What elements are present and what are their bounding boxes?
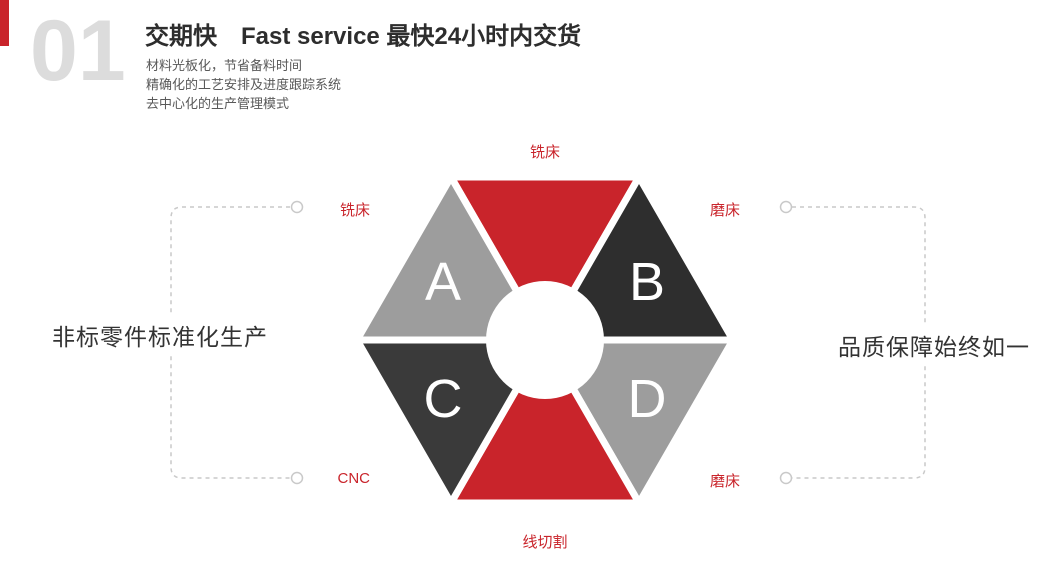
segment-letter-b: B — [629, 252, 665, 312]
slide-subtitles: 材料光板化，节省备料时间 精确化的工艺安排及进度跟踪系统 去中心化的生产管理模式 — [146, 56, 341, 113]
caption-right: 品质保障始终如一 — [834, 326, 1034, 364]
section-number: 01 — [30, 3, 126, 99]
slide-title: 交期快 Fast service 最快24小时内交货 — [145, 23, 582, 50]
label-top: 铣床 — [529, 144, 560, 161]
subtitle-line: 精确化的工艺安排及进度跟踪系统 — [146, 77, 342, 92]
label-upper-right: 磨床 — [710, 202, 741, 219]
segment-upper-left — [353, 173, 549, 344]
label-lower-left: CNC — [337, 470, 371, 487]
subtitle-line: 去中心化的生产管理模式 — [146, 96, 290, 111]
label-bottom: 线切割 — [522, 534, 568, 551]
connector-node — [779, 200, 793, 214]
center-circle — [486, 281, 604, 399]
segment-letter-a: A — [425, 252, 461, 312]
label-lower-right: 磨床 — [710, 473, 741, 490]
subtitle-line: 材料光板化，节省备料时间 — [146, 58, 303, 73]
connector-node — [290, 200, 304, 214]
accent-bar — [0, 0, 9, 46]
connector-node — [290, 471, 304, 485]
segment-letter-c: C — [424, 369, 463, 429]
connector-node — [779, 471, 793, 485]
label-upper-left: 铣床 — [339, 202, 370, 219]
caption-left: 非标零件标准化生产 — [48, 316, 272, 354]
segment-letter-d: D — [628, 369, 667, 429]
